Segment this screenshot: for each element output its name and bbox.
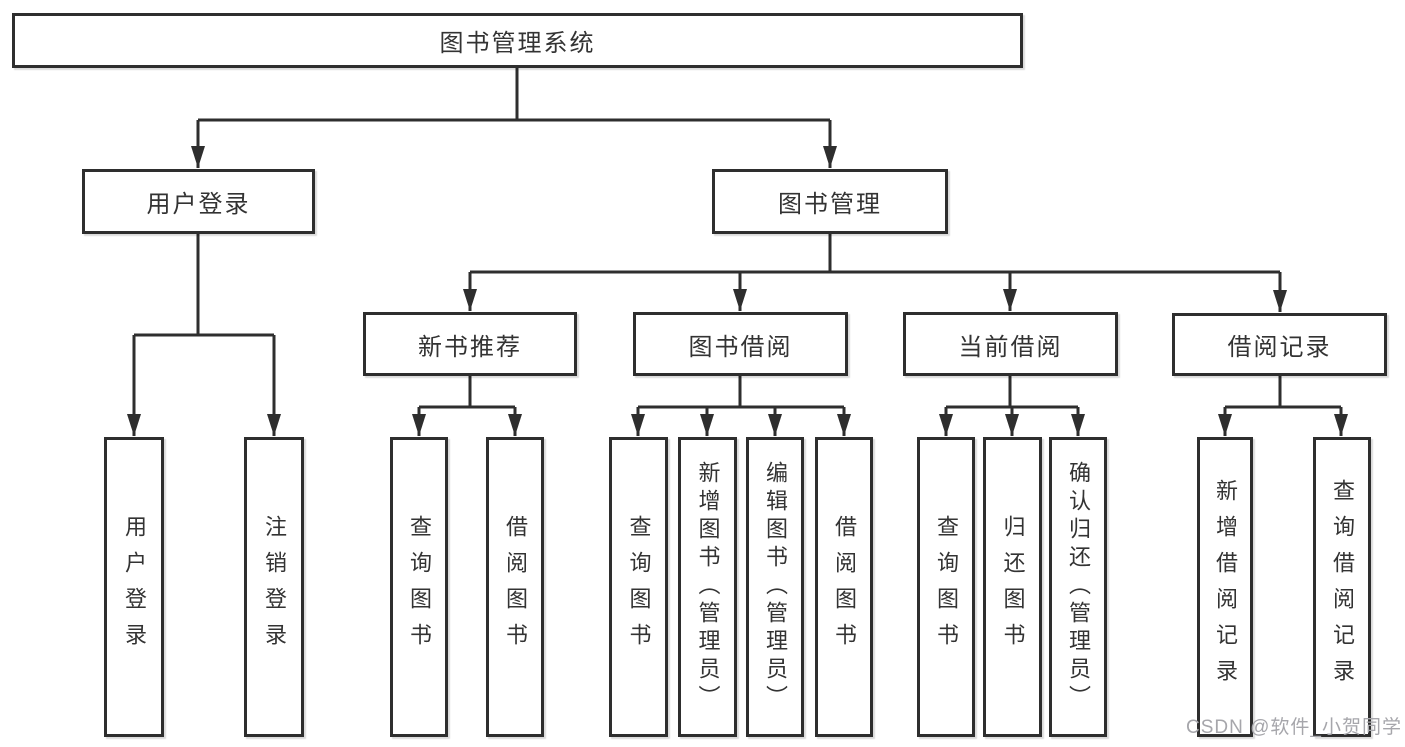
leaf-br-query-record: 查询借阅记录	[1313, 437, 1371, 737]
leaf-nbr-query-book: 查询图书	[390, 437, 448, 737]
leaf-bb-query-book: 查询图书	[609, 437, 668, 737]
node-current-borrow: 当前借阅	[903, 312, 1118, 376]
leaf-logout: 注销登录	[244, 437, 304, 737]
node-user-login: 用户登录	[82, 169, 315, 234]
watermark: CSDN @软件_小贺同学	[1186, 717, 1402, 738]
leaf-cb-return-book: 归还图书	[983, 437, 1042, 737]
leaf-bb-borrow-book: 借阅图书	[815, 437, 873, 737]
node-new-book-recommend: 新书推荐	[363, 312, 577, 376]
leaf-cb-query-book: 查询图书	[917, 437, 975, 737]
leaf-br-add-record: 新增借阅记录	[1197, 437, 1253, 737]
node-book-management: 图书管理	[712, 169, 948, 234]
node-root: 图书管理系统	[12, 13, 1023, 68]
leaf-bb-add-book-admin: 新增图书（管理员）	[678, 437, 737, 737]
node-borrow-record: 借阅记录	[1172, 313, 1387, 376]
leaf-cb-confirm-return-admin: 确认归还（管理员）	[1049, 437, 1107, 737]
leaf-bb-edit-book-admin: 编辑图书（管理员）	[746, 437, 804, 737]
node-book-borrow: 图书借阅	[633, 312, 848, 376]
leaf-user-login: 用户登录	[104, 437, 164, 737]
leaf-nbr-borrow-book: 借阅图书	[486, 437, 544, 737]
